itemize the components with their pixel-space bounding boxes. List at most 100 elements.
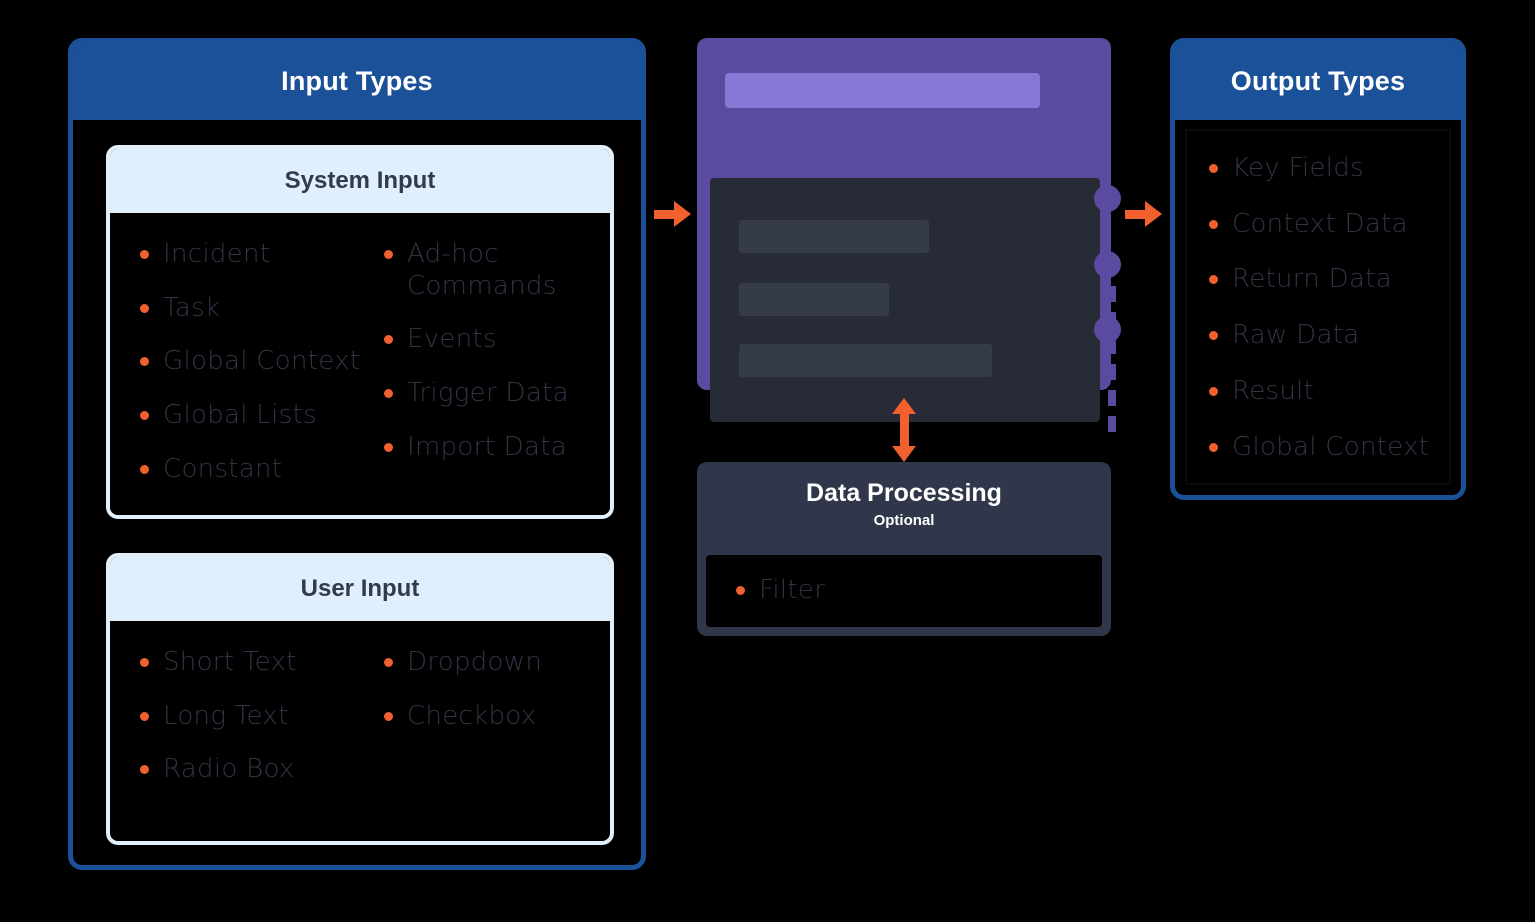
list-item-label: Filter — [759, 575, 826, 606]
list-item-label: Constant — [163, 453, 283, 484]
placeholder-bar — [739, 283, 889, 316]
processing-node-box — [697, 38, 1116, 436]
bullet-dot-icon — [140, 711, 149, 721]
list-item: Context Data — [1209, 209, 1449, 241]
bullet-dot-icon — [384, 335, 393, 345]
user-input-column-2: Dropdown Checkbox — [366, 647, 610, 808]
list-item-label: Dropdown — [407, 647, 543, 677]
processing-node-body — [710, 178, 1116, 436]
list-item-label: Result — [1232, 375, 1315, 406]
list-item: Short Text — [140, 647, 366, 679]
user-input-card: User Input Short Text Long Text — [106, 553, 614, 845]
arrow-down-icon — [892, 446, 916, 462]
list-item: Dropdown — [384, 647, 610, 679]
bullet-dot-icon — [140, 250, 149, 259]
bullet-dot-icon — [384, 658, 393, 667]
arrow-process-to-output-shaft — [1125, 210, 1147, 219]
bullet-dot-icon — [1209, 386, 1218, 396]
list-item: Incident — [140, 239, 366, 271]
list-item-label: Long Text — [163, 700, 289, 731]
list-item: Events — [384, 324, 610, 356]
bullet-dot-icon — [384, 389, 393, 399]
system-input-header: System Input — [110, 149, 610, 213]
list-item-label: Context Data — [1232, 208, 1408, 239]
output-types-title: Output Types — [1230, 65, 1406, 96]
bullet-dot-icon — [140, 765, 149, 775]
list-item-label: Global Context — [163, 346, 361, 377]
system-input-body: Incident Task Global Context Global — [110, 213, 610, 515]
bullet-dot-icon — [140, 357, 149, 367]
list-item: Raw Data — [1209, 320, 1449, 352]
list-item: Global Context — [140, 346, 366, 378]
list-item: Return Data — [1209, 264, 1449, 296]
list-item-label: Task — [163, 292, 221, 323]
list-item: Ad-hoc Commands — [384, 239, 610, 302]
bullet-dot-icon — [384, 442, 393, 452]
bullet-dot-icon — [384, 711, 393, 721]
bullet-dot-icon — [736, 586, 745, 596]
list-item-label: Checkbox — [407, 700, 537, 731]
bullet-dot-icon — [1209, 331, 1218, 341]
data-processing-title: Data Processing — [806, 479, 1002, 507]
input-types-panel: Input Types System Input Incident Task — [68, 38, 646, 870]
user-input-body: Short Text Long Text Radio Box — [110, 621, 610, 825]
bullet-dot-icon — [140, 464, 149, 474]
system-input-card: System Input Incident Task — [106, 145, 614, 519]
data-processing-body: Filter — [706, 555, 1102, 627]
bullet-dot-icon — [1209, 219, 1218, 229]
bullet-dot-icon — [1209, 442, 1218, 452]
list-item-label: Import Data — [407, 431, 567, 462]
arrow-input-to-process-icon — [674, 201, 691, 227]
output-node-handle[interactable] — [1094, 185, 1121, 212]
system-input-title: System Input — [284, 167, 436, 194]
list-item-label: Radio Box — [163, 754, 295, 785]
arrow-process-to-output-icon — [1145, 201, 1162, 227]
placeholder-bar — [739, 344, 992, 377]
input-types-header: Input Types — [72, 42, 642, 120]
output-node-handle[interactable] — [1094, 316, 1121, 343]
list-item-label: Trigger Data — [407, 378, 569, 409]
input-types-title: Input Types — [281, 65, 433, 96]
list-item-label: Raw Data — [1232, 320, 1360, 351]
list-item-label: Global Lists — [163, 400, 317, 431]
list-item-label: Ad-hoc Commands — [407, 239, 557, 301]
list-item: Long Text — [140, 701, 366, 733]
arrow-vertical-shaft — [900, 412, 909, 450]
user-input-column-1: Short Text Long Text Radio Box — [110, 647, 366, 808]
data-processing-subtitle: Optional — [873, 512, 935, 529]
bullet-dot-icon — [384, 250, 393, 259]
arrow-input-to-process-shaft — [654, 210, 676, 219]
list-item: Filter — [736, 575, 825, 607]
output-node-handle[interactable] — [1094, 251, 1121, 278]
list-item-label: Key Fields — [1232, 153, 1364, 183]
list-item: Checkbox — [384, 701, 610, 733]
processing-node-title-bar — [725, 73, 1040, 108]
list-item-label: Global Context — [1232, 431, 1430, 462]
system-input-column-2: Ad-hoc Commands Events Trigger Data — [366, 239, 610, 508]
bullet-dot-icon — [1209, 164, 1218, 173]
data-processing-header: Data Processing Optional — [697, 462, 1111, 541]
system-input-column-1: Incident Task Global Context Global — [110, 239, 366, 508]
list-item-label: Events — [407, 324, 497, 355]
list-item-label: Return Data — [1232, 264, 1392, 295]
user-input-title: User Input — [300, 575, 420, 602]
placeholder-bar — [739, 220, 929, 253]
output-types-body: Key Fields Context Data Return Data Raw … — [1185, 129, 1451, 485]
list-item: Trigger Data — [384, 378, 610, 410]
list-item: Result — [1209, 376, 1449, 408]
bullet-dot-icon — [140, 411, 149, 421]
output-types-header: Output Types — [1174, 42, 1462, 120]
bullet-dot-icon — [140, 303, 149, 313]
list-item: Import Data — [384, 432, 610, 464]
data-processing-box: Data Processing Optional Filter — [697, 462, 1111, 636]
list-item: Task — [140, 293, 366, 325]
arrow-up-icon — [892, 398, 916, 414]
list-item: Radio Box — [140, 754, 366, 786]
list-item-label: Short Text — [163, 647, 297, 677]
bullet-dot-icon — [140, 658, 149, 667]
list-item: Global Context — [1209, 432, 1449, 464]
node-connector-rail — [1108, 286, 1116, 436]
list-item: Global Lists — [140, 400, 366, 432]
list-item: Key Fields — [1209, 153, 1449, 185]
